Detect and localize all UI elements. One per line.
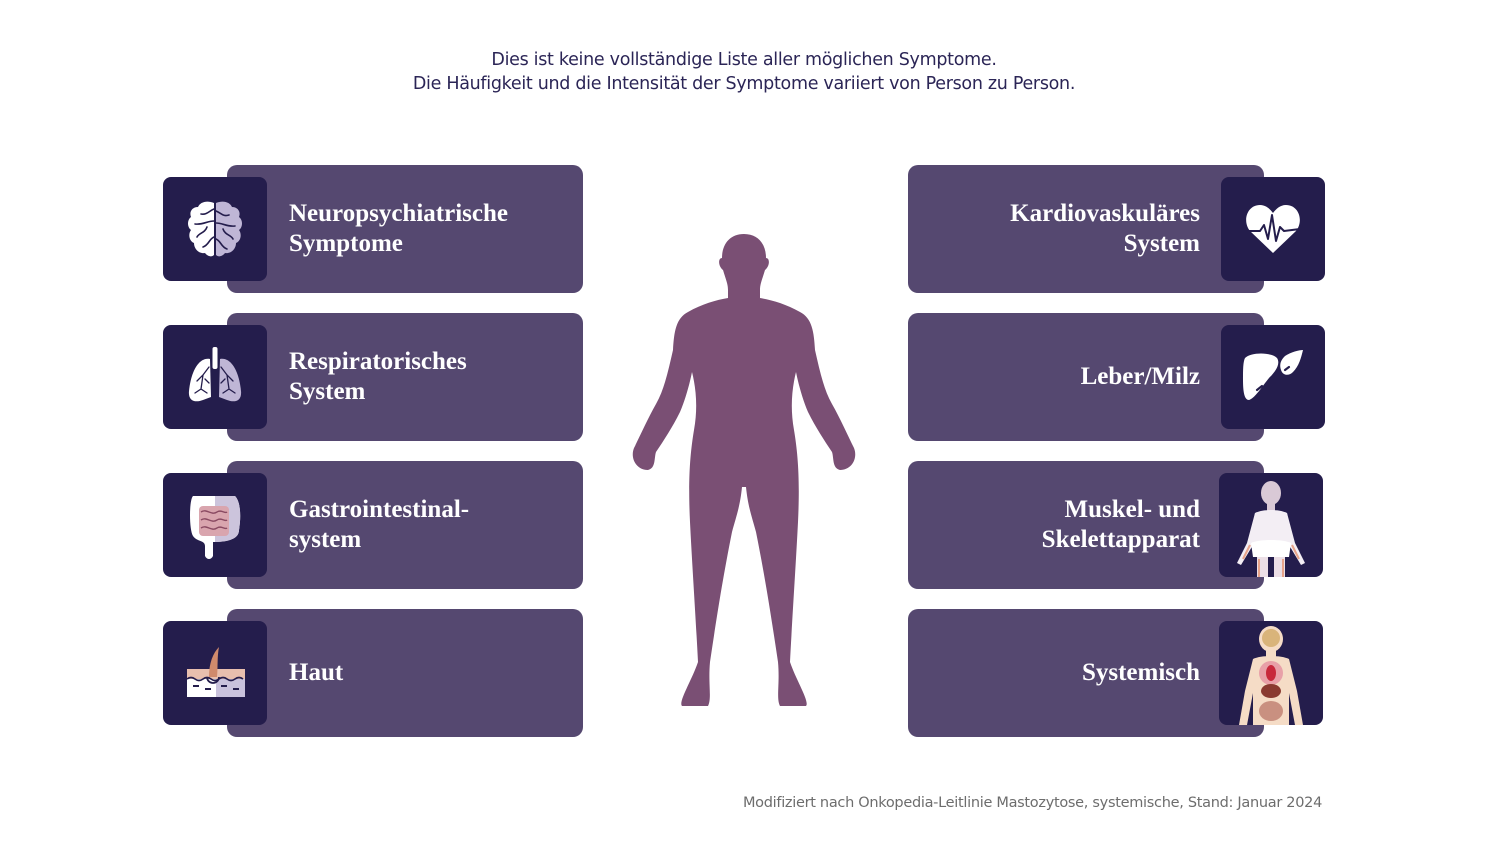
category-card-gastrointestinal: Gastrointestinal- system (227, 461, 583, 589)
category-card-neuropsychiatric: Neuropsychiatrische Symptome (227, 165, 583, 293)
skeleton-icon (1219, 473, 1323, 577)
category-label: Gastrointestinal- system (289, 496, 470, 553)
category-label: Respiratorisches System (289, 348, 467, 405)
heart-pulse-icon (1221, 177, 1325, 281)
category-card-skin: Haut (227, 609, 583, 737)
disclaimer-line-1: Dies ist keine vollständige Liste aller … (491, 50, 997, 70)
category-card-respiratory: Respiratorisches System (227, 313, 583, 441)
organs-body-icon (1219, 621, 1323, 725)
disclaimer-line-2: Die Häufigkeit und die Intensität der Sy… (412, 74, 1076, 94)
disclaimer-header: Dies ist keine vollständige Liste aller … (0, 48, 1488, 96)
category-label: Haut (289, 659, 344, 686)
category-label: Leber/Milz (1080, 363, 1200, 390)
lungs-icon (163, 325, 267, 429)
liver-spleen-icon (1221, 325, 1325, 429)
skin-icon (163, 621, 267, 725)
category-label: Systemisch (1081, 659, 1200, 686)
category-card-systemic: Systemisch (908, 609, 1264, 737)
category-label: Kardiovaskuläres System (1010, 200, 1200, 257)
intestine-icon (163, 473, 267, 577)
category-label: Muskel- und Skelettapparat (1041, 496, 1200, 553)
human-body-silhouette (630, 232, 858, 712)
category-card-musculoskeletal: Muskel- und Skelettapparat (908, 461, 1264, 589)
category-card-cardiovascular: Kardiovaskuläres System (908, 165, 1264, 293)
source-citation: Modifiziert nach Onkopedia-Leitlinie Mas… (742, 795, 1322, 811)
category-card-liver-spleen: Leber/Milz (908, 313, 1264, 441)
brain-icon (163, 177, 267, 281)
category-label: Neuropsychiatrische Symptome (289, 200, 508, 257)
